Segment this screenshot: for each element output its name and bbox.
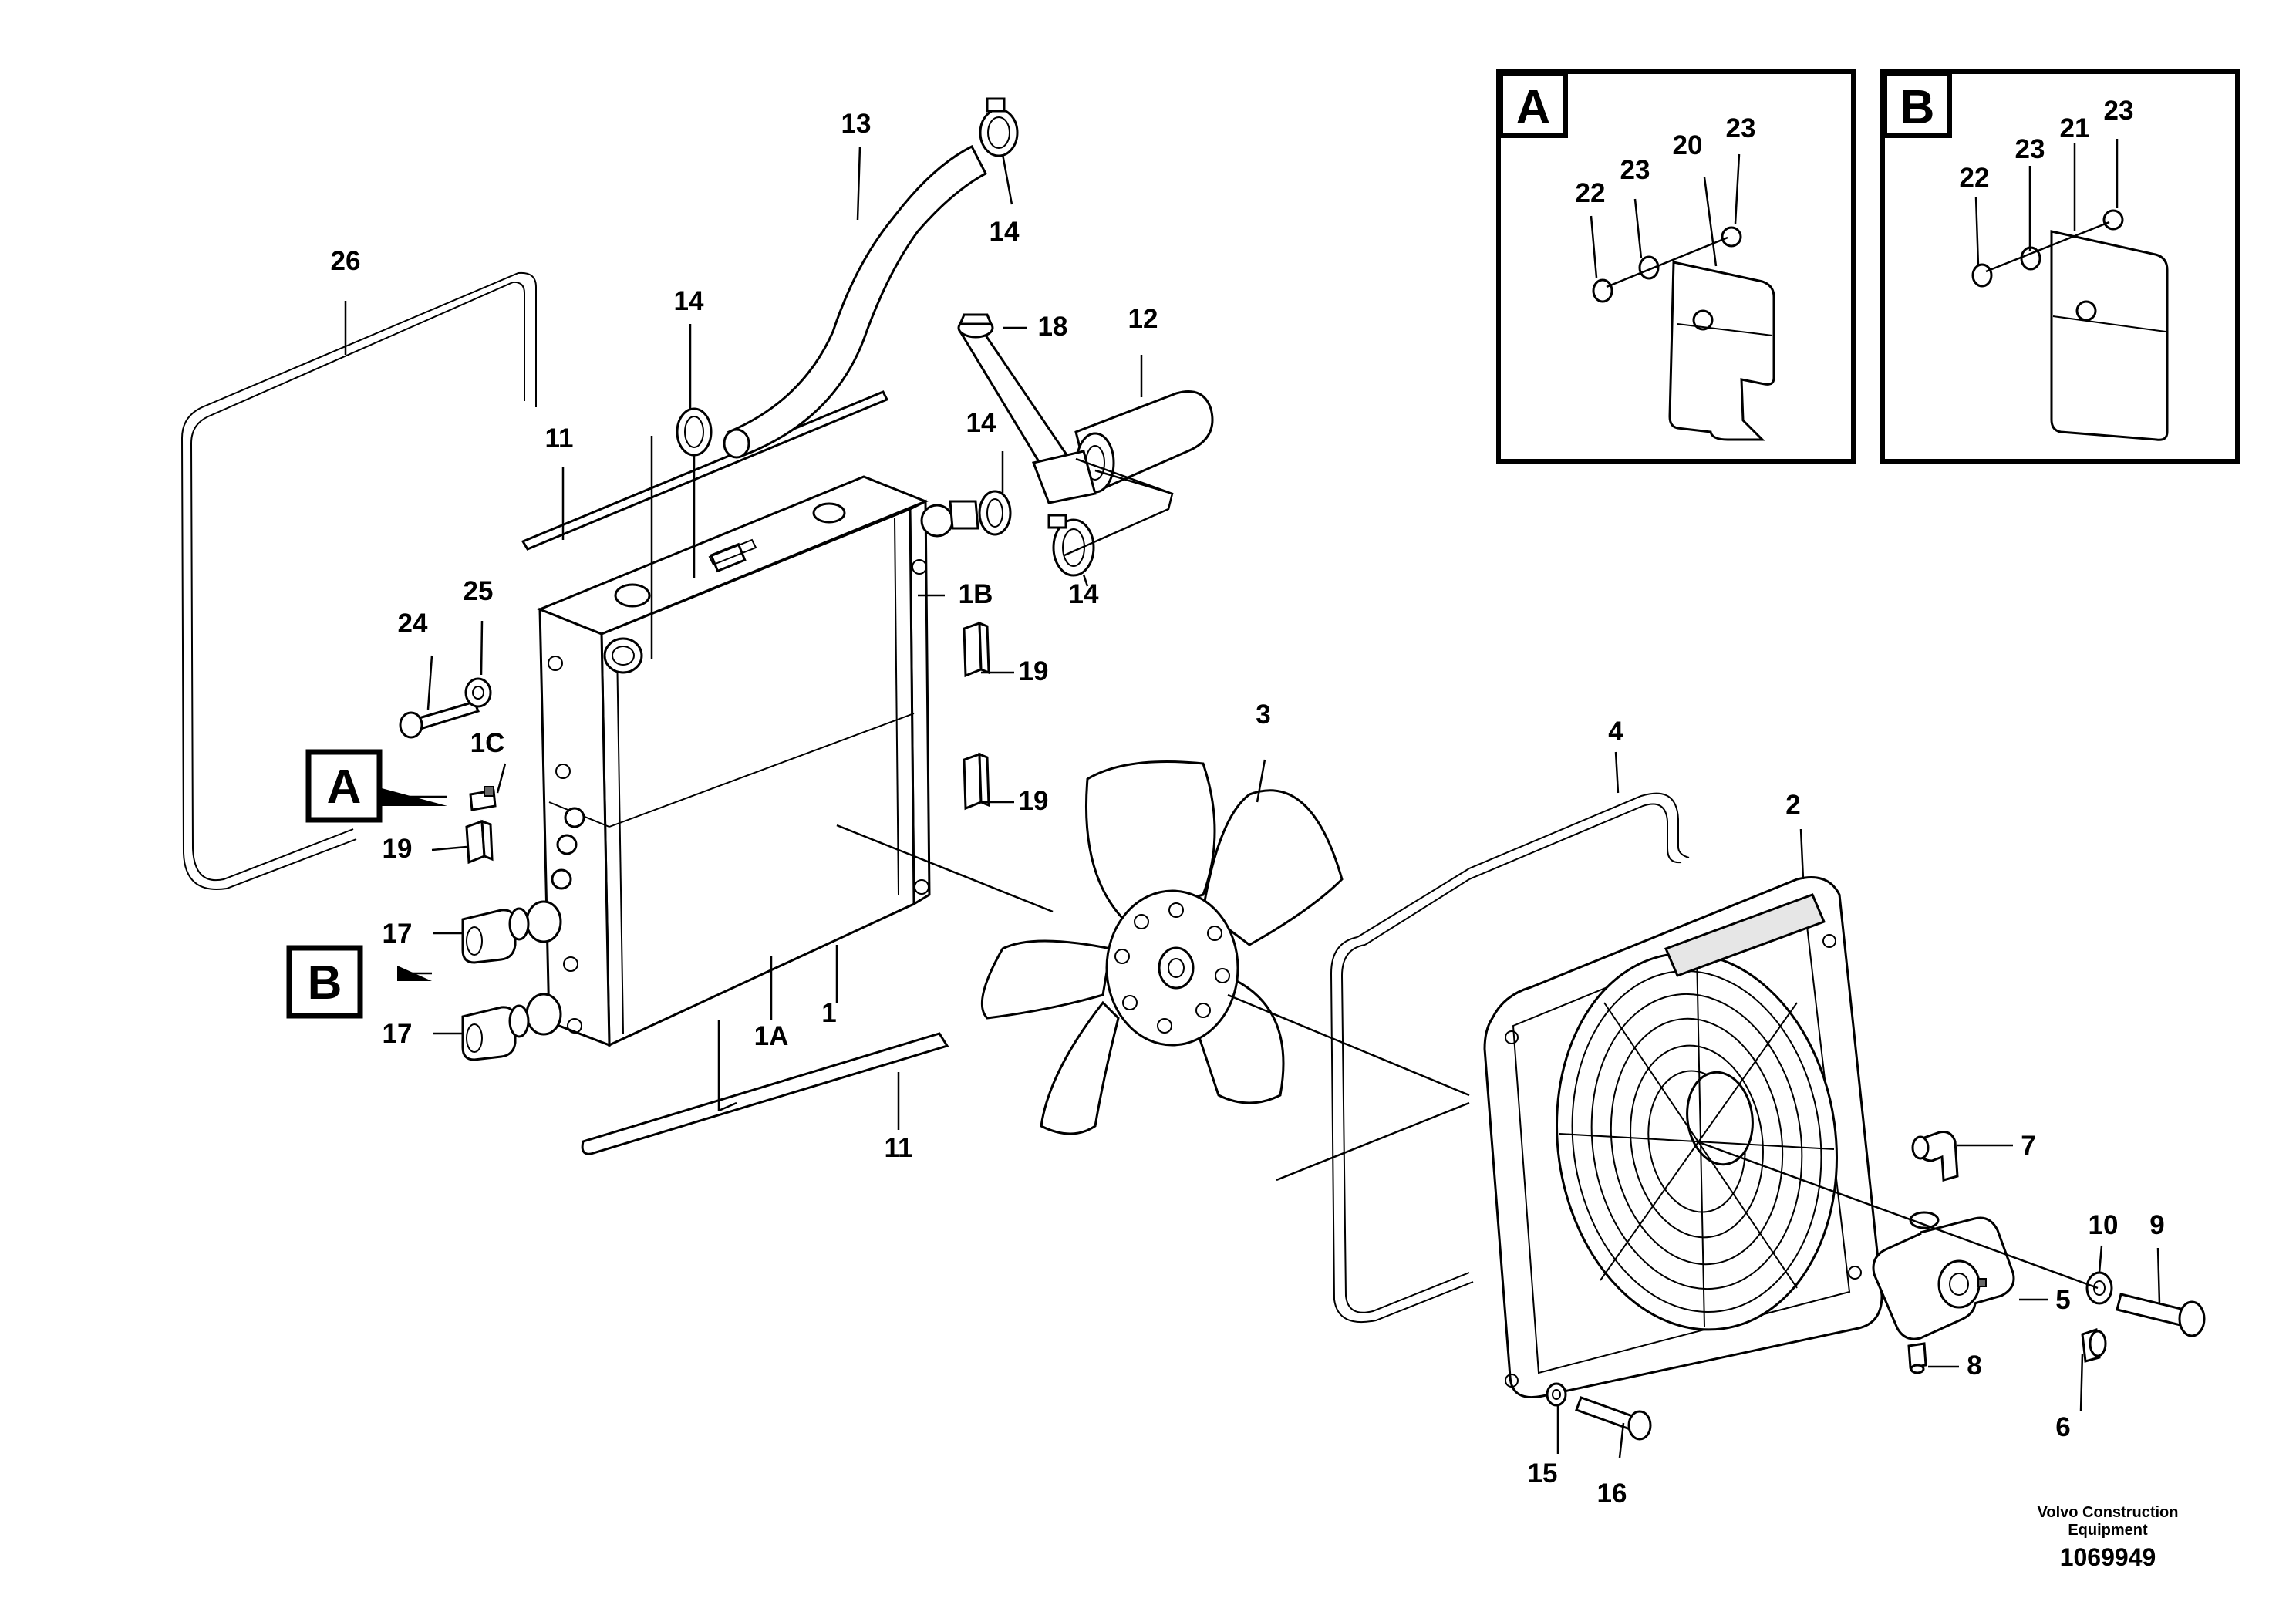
label-6: 6 xyxy=(2055,1412,2070,1442)
label-5: 5 xyxy=(2055,1285,2070,1315)
hose-clamp-14-middle xyxy=(949,490,1012,536)
detail-A-label-22: 22 xyxy=(1576,178,1606,208)
detail-B-label-23: 23 xyxy=(2015,134,2045,164)
plug-8 xyxy=(1907,1342,1927,1374)
fitting-7 xyxy=(1911,1131,1959,1182)
part-labels: 13 14 26 14 18 12 11 14 14 1B 19 19 24 2… xyxy=(331,109,2165,1509)
fitting-17-bottom xyxy=(461,1004,530,1061)
label-25: 25 xyxy=(464,576,494,606)
label-18: 18 xyxy=(1038,312,1068,342)
label-4: 4 xyxy=(1608,717,1623,747)
label-12: 12 xyxy=(1128,304,1158,334)
detail-A-label-20: 20 xyxy=(1673,130,1703,160)
bolt-9 xyxy=(2116,1293,2206,1337)
hose-13 xyxy=(723,144,988,459)
label-14: 14 xyxy=(990,217,1020,247)
washer-25 xyxy=(464,677,492,708)
clip-19-left xyxy=(465,819,494,865)
label-14: 14 xyxy=(674,286,704,316)
label-19: 19 xyxy=(1019,786,1049,816)
credit-line-1: Volvo Construction xyxy=(2038,1504,2179,1521)
callout-A[interactable]: A xyxy=(305,749,383,823)
document-number: 1069949 xyxy=(2060,1543,2156,1571)
detail-panel-B: B 21 23 23 22 xyxy=(1880,69,2240,464)
detail-B-title: B xyxy=(1900,81,1935,134)
hose-18 xyxy=(957,313,1097,504)
bolt-16 xyxy=(1575,1396,1652,1441)
label-1C: 1C xyxy=(470,728,505,758)
label-24: 24 xyxy=(398,609,428,639)
callout-B[interactable]: B xyxy=(286,945,363,1019)
label-19: 19 xyxy=(383,834,413,864)
fitting-17-top xyxy=(461,907,530,964)
sensor-1C xyxy=(469,786,497,811)
leader-lines xyxy=(344,146,2161,1458)
callout-B-label: B xyxy=(308,956,342,1010)
gasket-4 xyxy=(1330,792,1690,1324)
clip-19-right-bottom xyxy=(963,752,990,811)
hose-clamp-14-top xyxy=(979,97,1019,157)
detail-panel-A: A 20 23 23 22 xyxy=(1496,69,1856,464)
washer-10 xyxy=(2085,1271,2113,1305)
label-26: 26 xyxy=(331,246,361,276)
bolt-24 xyxy=(399,700,480,739)
motor-5 xyxy=(1872,1211,2015,1340)
detail-A-title: A xyxy=(1516,81,1551,134)
label-1: 1 xyxy=(821,998,836,1028)
footer-credit: Volvo Construction Equipment 1069949 xyxy=(2038,1504,2179,1571)
label-11: 11 xyxy=(545,423,574,454)
hose-12 xyxy=(1074,390,1214,496)
fan-shroud-2 xyxy=(1483,876,1883,1399)
label-8: 8 xyxy=(1967,1351,1981,1381)
label-1B: 1B xyxy=(959,579,993,609)
label-17: 17 xyxy=(383,919,413,949)
label-11: 11 xyxy=(885,1133,913,1163)
credit-line-2: Equipment xyxy=(2068,1522,2148,1539)
label-17: 17 xyxy=(383,1019,413,1049)
callout-A-label: A xyxy=(327,760,362,814)
label-15: 15 xyxy=(1528,1458,1558,1489)
seal-frame-26 xyxy=(180,271,537,890)
label-2: 2 xyxy=(1785,790,1800,820)
fitting-6 xyxy=(2081,1327,2107,1363)
label-7: 7 xyxy=(2021,1131,2035,1161)
washer-15 xyxy=(1546,1382,1567,1407)
label-16: 16 xyxy=(1597,1479,1627,1509)
label-13: 13 xyxy=(841,109,872,139)
rod-11-bottom xyxy=(581,1032,949,1155)
label-14: 14 xyxy=(966,408,996,438)
fan-3 xyxy=(980,760,1344,1135)
label-14: 14 xyxy=(1069,579,1099,609)
detail-B-label-21: 21 xyxy=(2060,113,2090,143)
clip-19-right-top xyxy=(963,621,990,678)
label-19: 19 xyxy=(1019,656,1049,686)
radiator-1 xyxy=(525,475,954,1047)
label-9: 9 xyxy=(2149,1210,2164,1240)
label-1A: 1A xyxy=(754,1021,789,1051)
hose-clamp-14-lower xyxy=(1047,514,1095,577)
label-10: 10 xyxy=(2089,1210,2119,1240)
detail-A-label-23: 23 xyxy=(1620,155,1650,185)
detail-B-label-22: 22 xyxy=(1960,163,1990,193)
label-3: 3 xyxy=(1256,700,1270,730)
hose-clamp-14-left xyxy=(676,407,713,457)
detail-A-label-23: 23 xyxy=(1726,113,1756,143)
detail-B-label-23: 23 xyxy=(2104,96,2134,126)
